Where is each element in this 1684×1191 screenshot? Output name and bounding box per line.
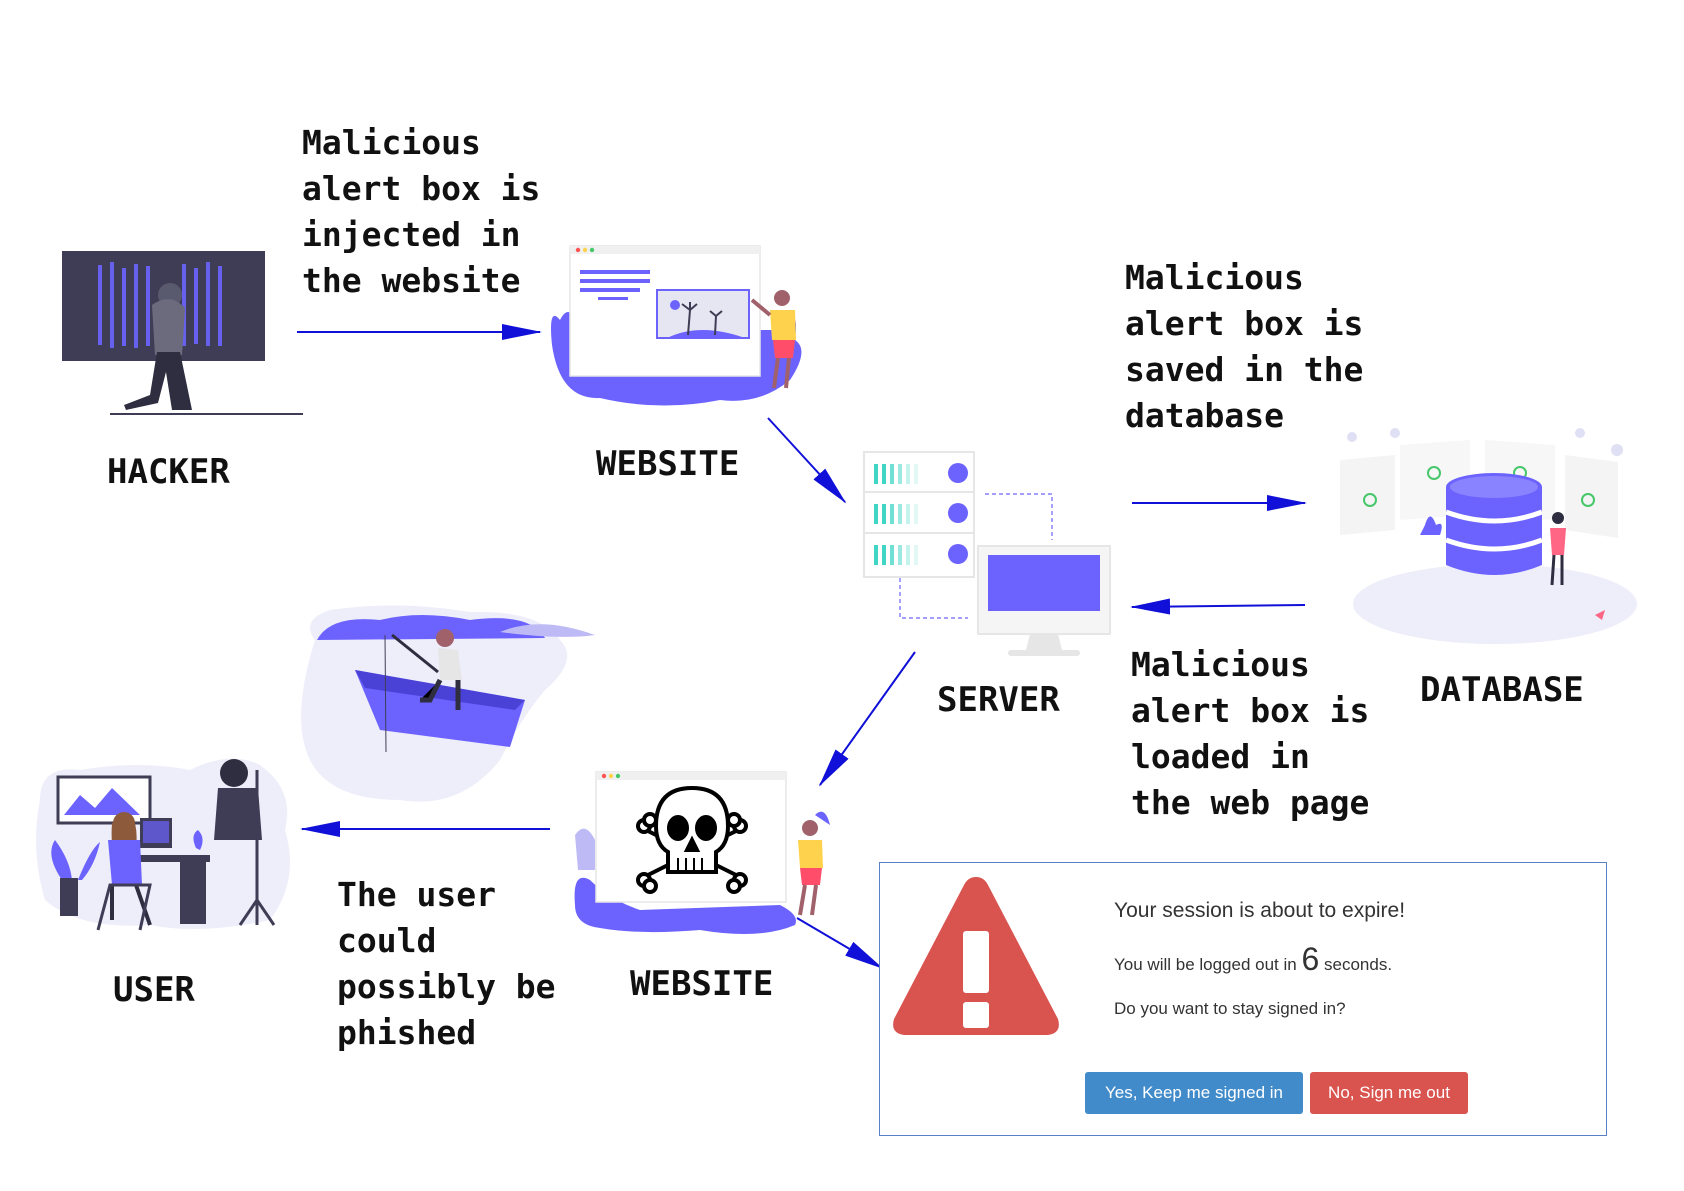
label-database: DATABASE: [1420, 670, 1584, 710]
arrow-database-to-server: [1130, 598, 1306, 615]
hacker-illustration: [62, 251, 303, 415]
label-website-bottom: WEBSITE: [630, 964, 774, 1004]
caption-phished: The user could possibly be phished: [337, 875, 556, 1052]
alert-title: Your session is about to expire!: [1114, 899, 1406, 922]
label-website-top: WEBSITE: [596, 444, 740, 484]
server-illustration: [863, 451, 1111, 656]
alert-countdown: You will be logged out in 6 seconds.: [1114, 941, 1392, 978]
label-server: SERVER: [937, 680, 1060, 720]
alert-question: Do you want to stay signed in?: [1114, 999, 1346, 1018]
database-illustration: [1340, 428, 1637, 644]
stay-signed-in-button[interactable]: Yes, Keep me signed in: [1085, 1072, 1303, 1114]
warning-triangle-icon: [893, 877, 1059, 1035]
arrow-website-to-server: [767, 417, 847, 504]
label-hacker: HACKER: [107, 452, 230, 492]
arrow-server-to-website: [818, 651, 916, 787]
user-desk-illustration: [36, 758, 290, 931]
server-rack-lights: [874, 464, 918, 565]
caption-saved: Malicious alert box is saved in the data…: [1125, 258, 1364, 435]
alert-logout-prefix: You will be logged out in: [1114, 955, 1297, 974]
sign-out-button[interactable]: No, Sign me out: [1310, 1072, 1468, 1114]
caption-injected: Malicious alert box is injected in the w…: [302, 123, 541, 300]
caption-loaded: Malicious alert box is loaded in the web…: [1131, 645, 1370, 822]
arrows: [297, 324, 1307, 970]
fishing-boat-illustration: [301, 605, 595, 802]
website-illustration: [551, 245, 802, 406]
session-alert-dialog: Your session is about to expire! You wil…: [879, 862, 1607, 1136]
skull-crossbones-icon: [636, 785, 748, 894]
arrow-website-to-alert: [796, 917, 884, 970]
label-user: USER: [113, 970, 195, 1010]
alert-logout-suffix: seconds.: [1324, 955, 1393, 974]
alert-seconds-count: 6: [1301, 941, 1320, 977]
